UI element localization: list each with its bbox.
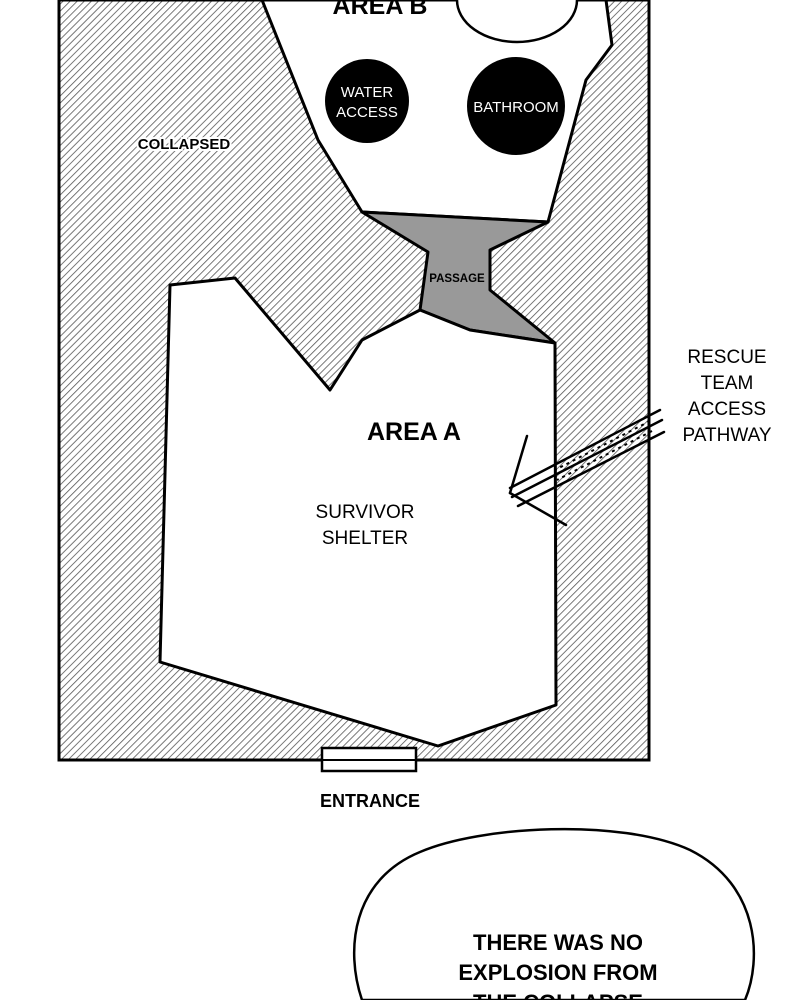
water-access-marker	[325, 59, 409, 143]
water-access-label-2: ACCESS	[336, 104, 398, 121]
rescue-label-3: ACCESS	[688, 399, 766, 420]
speech-line-2: EXPLOSION FROM	[458, 960, 657, 985]
bathroom-label: BATHROOM	[473, 99, 559, 116]
rescue-label-2: TEAM	[701, 373, 754, 394]
rescue-label-4: PATHWAY	[682, 425, 771, 446]
speech-line-1: THERE WAS NO	[473, 930, 643, 955]
area-b-room-circle	[455, 0, 579, 44]
speech-line-3: THE COLLAPSE	[473, 990, 643, 1000]
entrance-label: ENTRANCE	[320, 791, 420, 811]
bathroom-marker	[467, 57, 565, 155]
area-a-region	[158, 276, 558, 748]
speech-bubble	[352, 827, 756, 1000]
area-a-title: AREA A	[367, 418, 461, 446]
rescue-label-1: RESCUE	[687, 347, 766, 368]
rescue-pathway-arrow	[508, 408, 666, 527]
area-b-title: AREA B	[333, 0, 428, 20]
area-a-desc-2: SHELTER	[322, 528, 408, 549]
collapsed-label: COLLAPSED	[138, 136, 231, 153]
area-a-desc-1: SURVIVOR	[316, 502, 415, 523]
area-b-region	[260, 0, 614, 224]
passage-label: PASSAGE	[429, 273, 485, 285]
water-access-label-1: WATER	[341, 84, 394, 101]
